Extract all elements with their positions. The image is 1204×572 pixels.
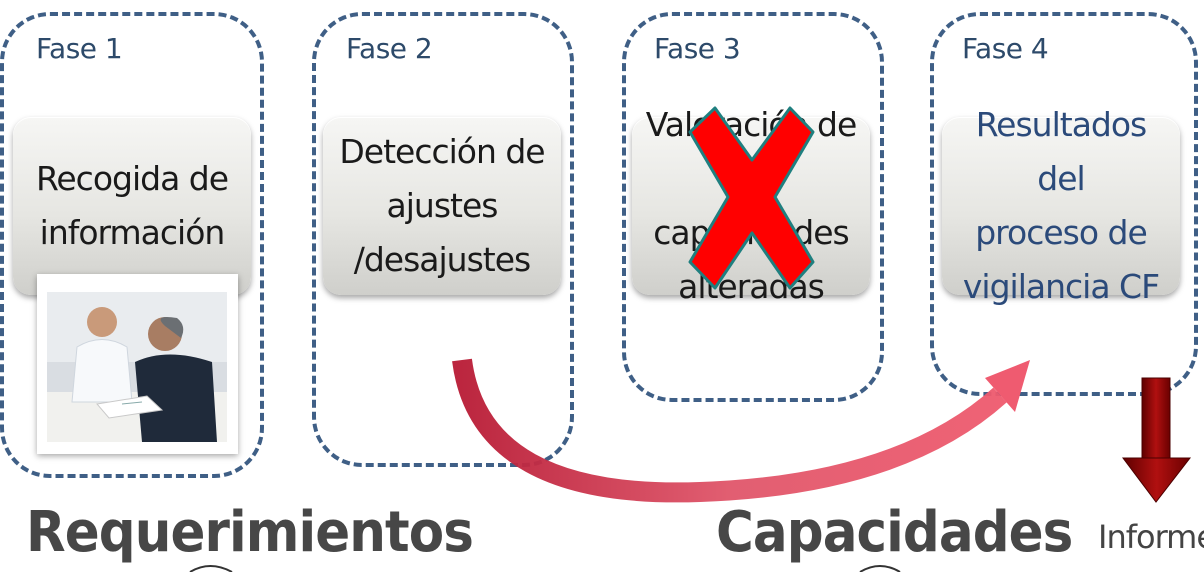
brace-icon — [189, 565, 901, 572]
phase-4-box-text: Resultados del proceso de vigilancia CF — [962, 105, 1160, 306]
phase-1-box-text: Recogida de información — [35, 159, 229, 252]
down-arrow-icon — [1122, 377, 1192, 503]
red-cross-icon — [688, 106, 815, 290]
phase-2-box: Detección de ajustes /desajustes — [323, 117, 561, 295]
phase-4-container — [930, 12, 1198, 396]
phase-2-container — [312, 12, 574, 467]
phase-3-label: Fase 3 — [654, 32, 741, 65]
phase-4-label: Fase 4 — [962, 32, 1049, 65]
phase-1-box: Recogida de información — [13, 117, 251, 295]
meeting-illustration — [47, 292, 227, 442]
curved-arrow-icon — [452, 358, 1030, 503]
phase-3-container — [622, 12, 884, 402]
phase-2-label: Fase 2 — [346, 32, 433, 65]
informe-label: Informe — [1098, 518, 1204, 556]
requerimientos-label: Requerimientos — [26, 500, 474, 565]
capacidades-label: Capacidades — [716, 500, 1073, 565]
phase-4-box: Resultados del proceso de vigilancia CF — [942, 105, 1180, 306]
phase-1-container — [0, 12, 264, 478]
phase-2-box-text: Detección de ajustes /desajustes — [339, 132, 545, 279]
meeting-photo — [37, 274, 238, 454]
phase-1-label: Fase 1 — [36, 32, 123, 65]
